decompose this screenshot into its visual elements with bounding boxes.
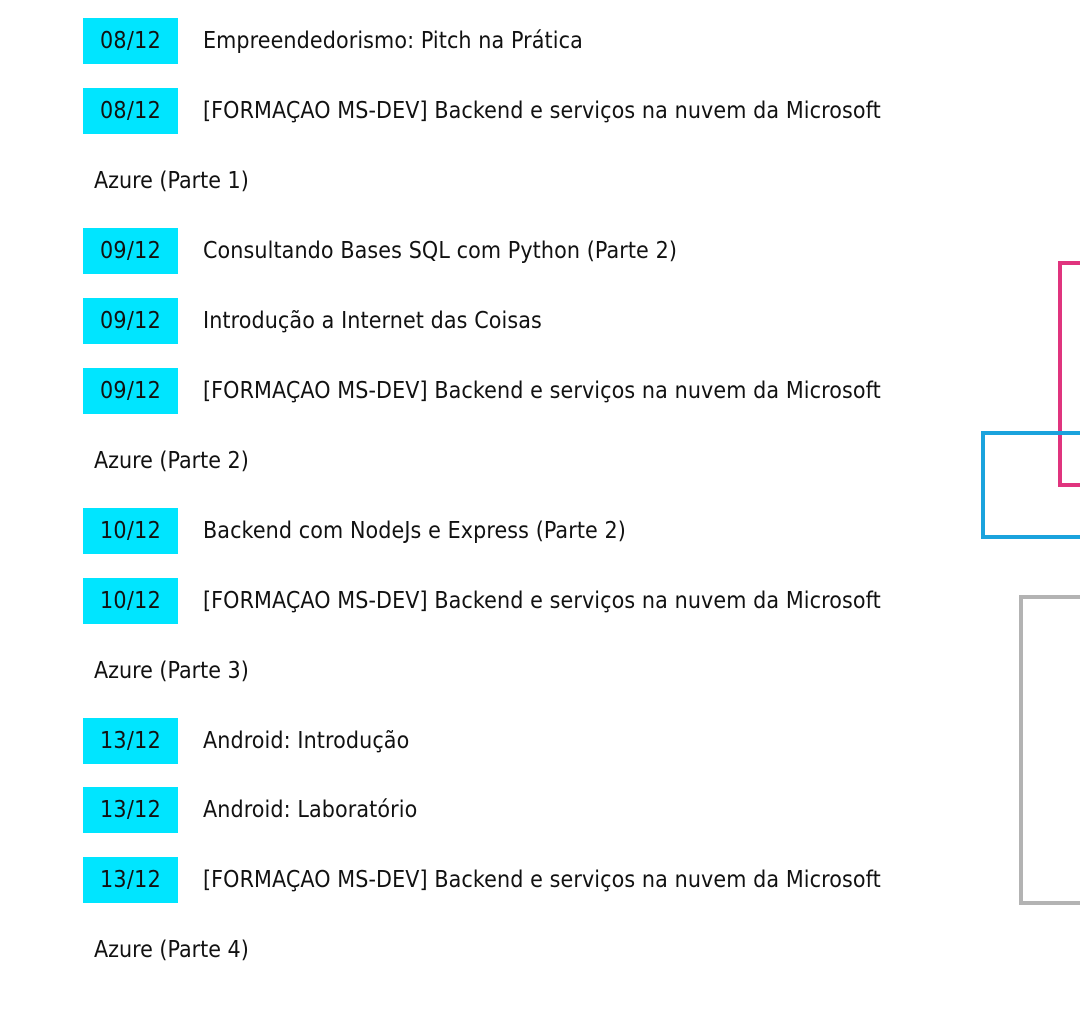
date-badge: 13/12 [83, 857, 178, 903]
date-badge: 13/12 [83, 787, 178, 833]
schedule-row: 10/12 Backend com NodeJs e Express (Part… [83, 508, 626, 554]
event-title: Android: Laboratório [203, 797, 418, 823]
gray-frame-decoration [1019, 595, 1080, 905]
date-badge: 13/12 [83, 718, 178, 764]
event-title: [FORMAÇAO MS-DEV] Backend e serviços na … [203, 867, 881, 893]
event-title: Consultando Bases SQL com Python (Parte … [203, 238, 678, 264]
date-badge: 10/12 [83, 508, 178, 554]
schedule-row: 09/12 Consultando Bases SQL com Python (… [83, 228, 677, 274]
event-title: Backend com NodeJs e Express (Parte 2) [203, 518, 626, 544]
schedule-row: 08/12 [FORMAÇAO MS-DEV] Backend e serviç… [83, 88, 881, 134]
date-badge: 09/12 [83, 228, 178, 274]
date-badge: 08/12 [83, 88, 178, 134]
date-badge: 08/12 [83, 18, 178, 64]
event-title-continuation: Azure (Parte 3) [94, 658, 249, 684]
schedule-row: 13/12 [FORMAÇAO MS-DEV] Backend e serviç… [83, 857, 881, 903]
event-title: [FORMAÇAO MS-DEV] Backend e serviços na … [203, 588, 881, 614]
schedule-row: 13/12 Android: Laboratório [83, 787, 417, 833]
event-title: Introdução a Internet das Coisas [203, 308, 542, 334]
date-badge: 09/12 [83, 368, 178, 414]
event-title-continuation: Azure (Parte 4) [94, 937, 249, 963]
blue-frame-decoration [981, 431, 1080, 539]
date-badge: 10/12 [83, 578, 178, 624]
event-title-continuation: Azure (Parte 1) [94, 168, 249, 194]
schedule-row: 09/12 Introdução a Internet das Coisas [83, 298, 542, 344]
schedule-row: 10/12 [FORMAÇAO MS-DEV] Backend e serviç… [83, 578, 881, 624]
event-title: [FORMAÇAO MS-DEV] Backend e serviços na … [203, 378, 881, 404]
schedule-row: 08/12 Empreendedorismo: Pitch na Prática [83, 18, 583, 64]
schedule-row: 09/12 [FORMAÇAO MS-DEV] Backend e serviç… [83, 368, 881, 414]
event-title: Android: Introdução [203, 728, 410, 754]
pink-frame-decoration [1058, 261, 1080, 487]
schedule-row: 13/12 Android: Introdução [83, 718, 409, 764]
date-badge: 09/12 [83, 298, 178, 344]
event-title: [FORMAÇAO MS-DEV] Backend e serviços na … [203, 98, 881, 124]
event-title-continuation: Azure (Parte 2) [94, 448, 249, 474]
event-title: Empreendedorismo: Pitch na Prática [203, 28, 583, 54]
